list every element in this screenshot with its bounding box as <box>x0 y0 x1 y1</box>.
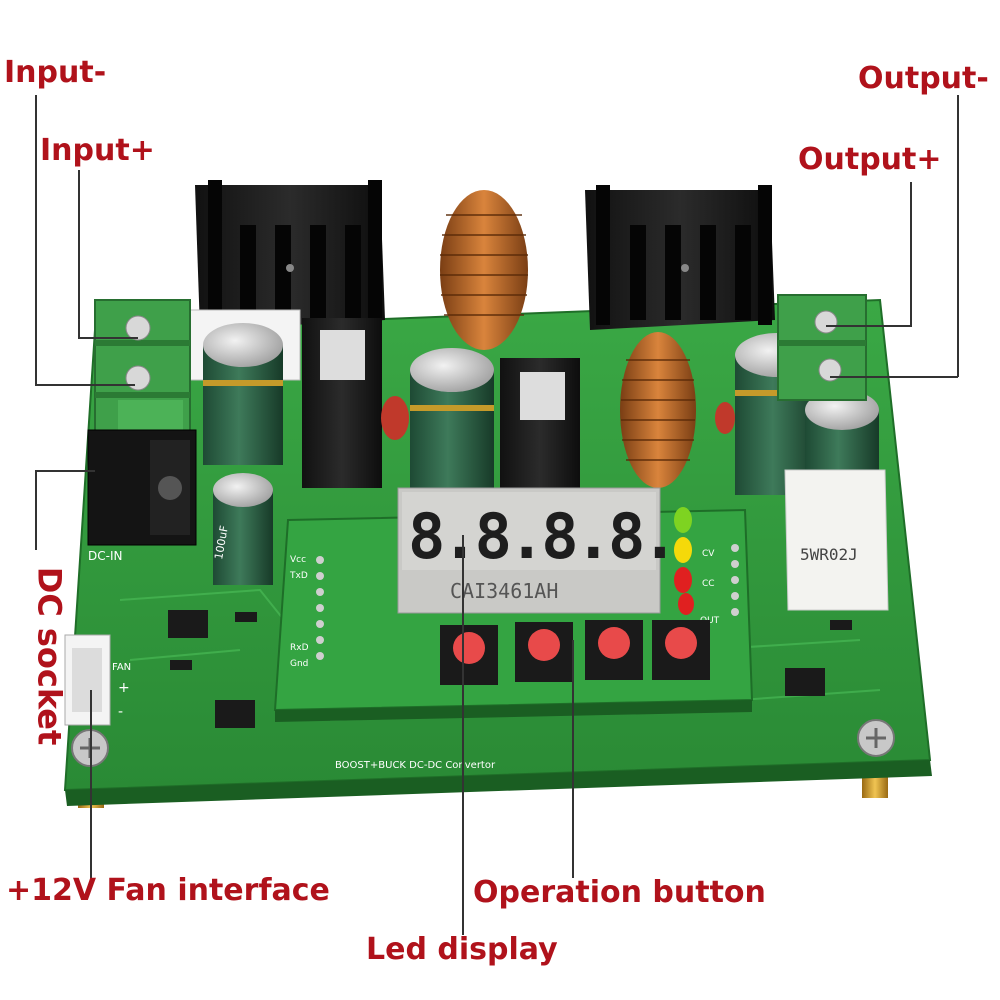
inductor-left <box>440 190 528 350</box>
leader-line-fan <box>90 690 92 880</box>
pin-rxd-label: RxD <box>290 643 309 653</box>
leader-line-dc-socket <box>35 470 37 550</box>
leader-line-input-minus <box>35 384 135 386</box>
dc-in-silkscreen: DC-IN <box>88 549 122 563</box>
fan-plus-silkscreen: + <box>118 680 130 696</box>
leader-line-output-plus <box>826 325 912 327</box>
status-leds: CV CC OUT <box>674 507 720 626</box>
small-heatsink-right <box>500 358 580 508</box>
board-title-silkscreen: BOOST+BUCK DC-DC Convertor <box>335 760 496 771</box>
capacitor-marking: 100uF <box>212 524 231 560</box>
fan-minus-silkscreen: - <box>118 704 123 720</box>
capacitor-small: 100uF <box>212 473 273 585</box>
leader-line-output-minus <box>830 376 958 378</box>
callout-output-minus: Output- <box>858 61 989 96</box>
leader-line-input-plus <box>78 337 138 339</box>
callout-dc-socket: DC socket <box>30 566 69 746</box>
pin-txd-label: TxD <box>289 571 308 581</box>
callout-fan-interface: +12V Fan interface <box>6 873 330 908</box>
leader-line-input-minus <box>35 95 37 385</box>
film-capacitor <box>381 396 409 440</box>
operation-buttons <box>440 620 710 685</box>
right-heatsink <box>585 185 775 330</box>
display-model-text: CAI3461AH <box>450 579 558 603</box>
inductor-right <box>620 332 696 488</box>
pin-gnd-label: Gnd <box>290 659 308 669</box>
left-heatsink <box>195 180 385 330</box>
capacitor-1 <box>203 323 283 465</box>
led-display: 8.8.8.8. CAI3461AH <box>397 487 679 614</box>
callout-input-plus: Input+ <box>40 133 155 168</box>
shunt-resistor: 5WR02J <box>784 469 889 611</box>
dc-socket: DC-IN <box>87 429 197 563</box>
small-heatsink-left <box>302 318 382 488</box>
leader-line-output-minus <box>957 95 959 377</box>
leader-line-operation-button <box>572 640 574 878</box>
output-terminal-block <box>777 294 867 401</box>
fan-silkscreen: FAN <box>112 662 131 673</box>
smd-chips <box>168 610 852 728</box>
capacitor-2 <box>410 348 494 495</box>
leader-line-dc-socket <box>35 470 95 472</box>
callout-led-display: Led display <box>366 932 558 967</box>
input-terminal-block <box>94 299 191 451</box>
callout-input-minus: Input- <box>4 55 107 90</box>
callout-operation-button: Operation button <box>473 875 766 910</box>
leader-line-led-display <box>462 535 464 935</box>
pin-vcc-label: Vcc <box>290 555 306 565</box>
led-cc-label: CC <box>702 579 715 589</box>
film-capacitor <box>715 402 735 434</box>
fan-connector: FAN + - <box>64 634 131 726</box>
led-cv-label: CV <box>702 549 715 559</box>
display-digits: 8.8.8.8. <box>408 500 675 573</box>
shunt-resistor-marking: 5WR02J <box>800 545 858 564</box>
leader-line-input-plus <box>78 170 80 338</box>
leader-line-output-plus <box>910 182 912 327</box>
callout-output-plus: Output+ <box>798 142 942 177</box>
